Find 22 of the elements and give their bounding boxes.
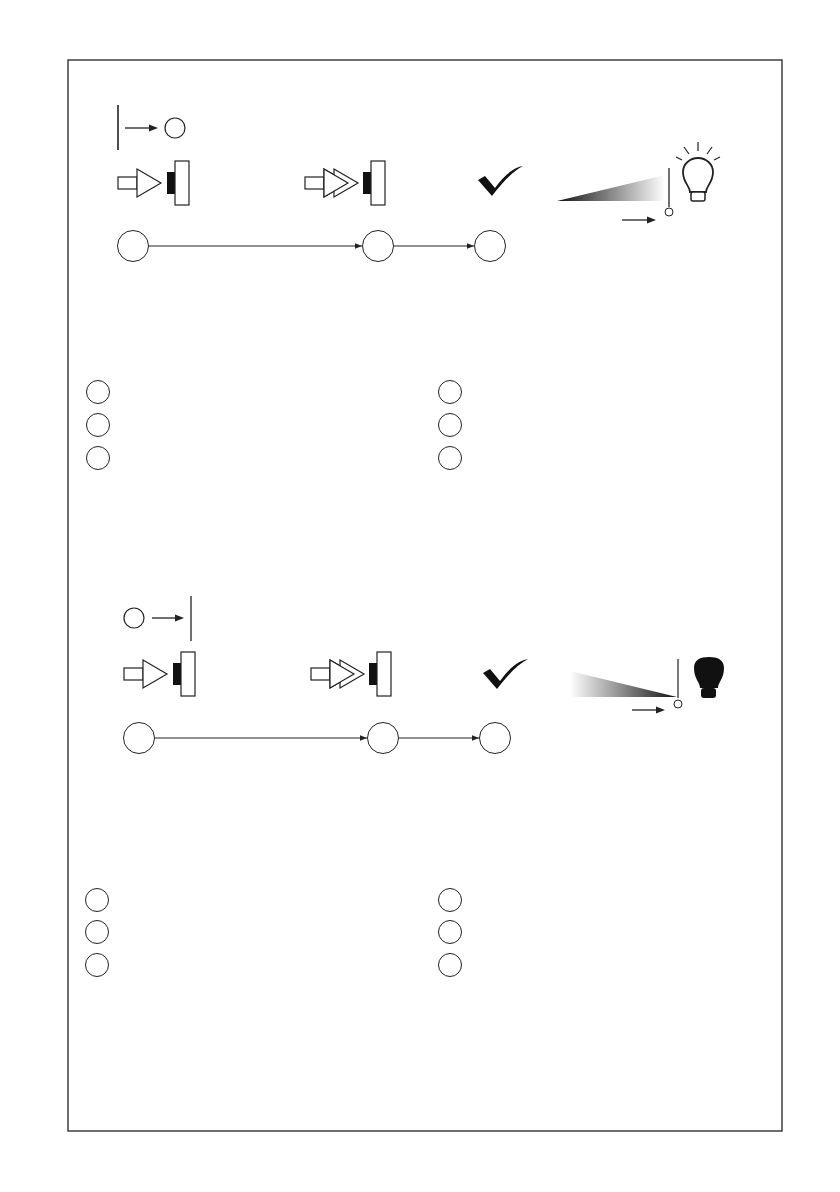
circle-marker	[362, 230, 394, 262]
arrow	[393, 243, 475, 249]
circle-marker	[85, 953, 109, 977]
circle-marker	[479, 722, 511, 754]
arrow	[398, 735, 480, 741]
arrow	[154, 735, 368, 741]
circle-marker	[86, 380, 110, 404]
circle-marker	[85, 920, 109, 944]
circle-marker	[85, 888, 109, 912]
circle-marker	[86, 413, 110, 437]
circle-marker	[438, 888, 462, 912]
circle-marker	[438, 446, 462, 470]
circle-marker	[367, 722, 399, 754]
circle-marker	[117, 230, 149, 262]
circle-marker	[86, 446, 110, 470]
circle-marker	[438, 953, 462, 977]
circle-marker	[438, 413, 462, 437]
circle-marker	[123, 722, 155, 754]
circle-marker	[438, 380, 462, 404]
arrow	[148, 243, 363, 249]
circle-marker	[438, 920, 462, 944]
circle-marker	[474, 230, 506, 262]
